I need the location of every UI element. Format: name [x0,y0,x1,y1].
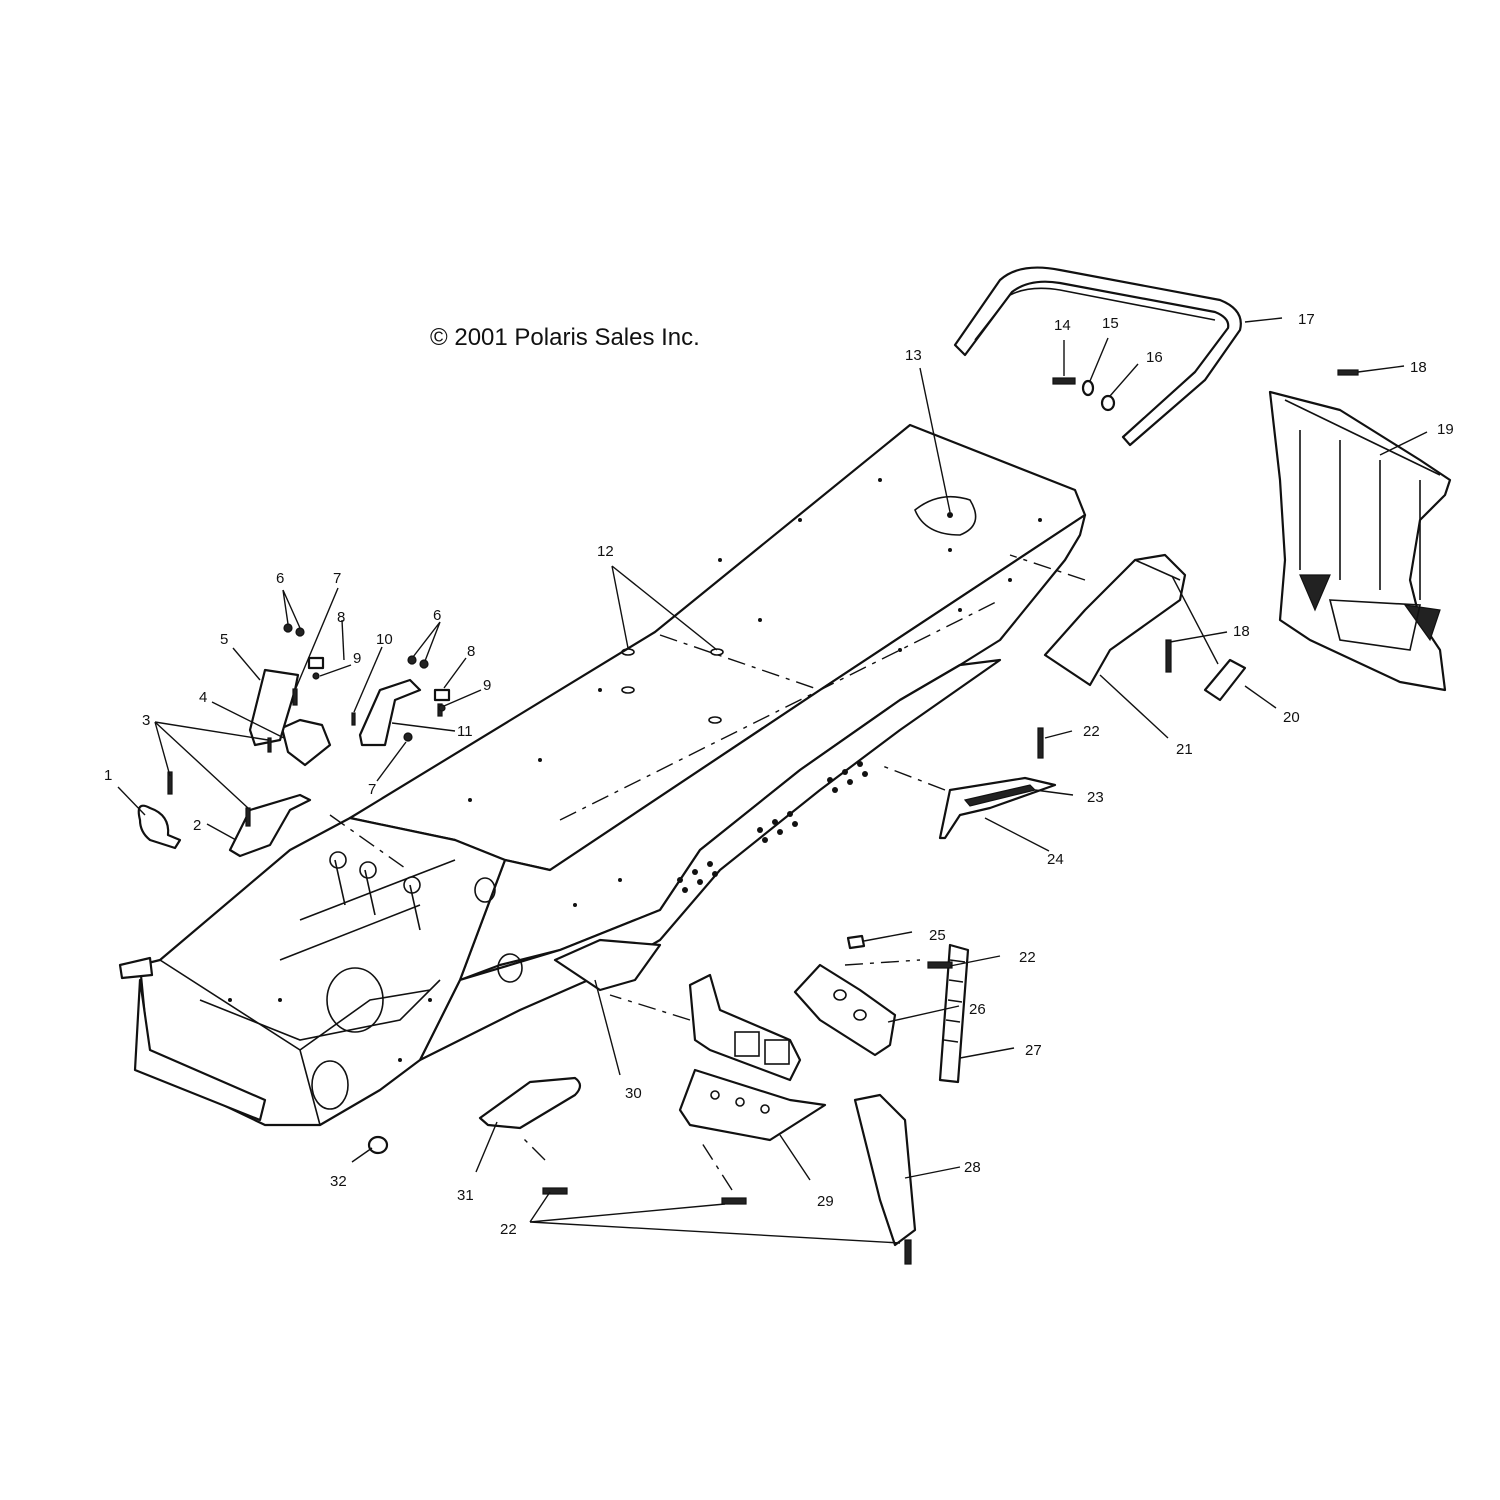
callout-24: 24 [1047,851,1064,868]
callout-6a: 6 [276,570,284,587]
callout-21: 21 [1176,741,1193,758]
callout-10: 10 [376,631,393,648]
callout-5: 5 [220,631,228,648]
callout-15: 15 [1102,315,1119,332]
part-17-grab-bar [953,266,1242,447]
callout-22c: 22 [500,1221,517,1238]
callout-11: 11 [457,723,473,740]
part-19-snow-flap [1268,390,1452,692]
callout-19: 19 [1437,421,1454,438]
callout-26: 26 [969,1001,986,1018]
callout-30: 30 [625,1085,642,1102]
callout-16: 16 [1146,349,1163,366]
copyright-notice: © 2001 Polaris Sales Inc. [430,324,700,351]
callout-6b: 6 [433,607,441,624]
callout-2: 2 [193,817,201,834]
callout-labels: 1 2 3 4 5 6 7 8 9 10 6 8 9 11 7 12 13 14… [104,311,1454,1238]
callout-7a: 7 [333,570,341,587]
callout-1: 1 [104,767,112,784]
callout-7b: 7 [368,781,376,798]
callout-4: 4 [199,689,207,706]
part-28-side-rail [853,1093,917,1247]
callout-32: 32 [330,1173,347,1190]
callout-3: 3 [142,712,150,729]
callout-12: 12 [597,543,614,560]
callout-25: 25 [929,927,946,944]
callout-27: 27 [1025,1042,1042,1059]
callout-22b: 22 [1019,949,1036,966]
callout-22a: 22 [1083,723,1100,740]
callout-31: 31 [457,1187,474,1204]
part-21-bumper-cap [1043,553,1187,687]
callout-8a: 8 [337,609,345,626]
callout-23: 23 [1087,789,1104,806]
callout-20: 20 [1283,709,1300,726]
part-29-running-board [678,973,827,1142]
callout-8b: 8 [467,643,475,660]
part-26-footrest-bracket [793,963,897,1057]
part-27-footrest-stud [938,943,970,1084]
chassis-tunnel [118,423,1087,1127]
part-30-cross-plate [553,938,662,992]
leader-lines [117,317,1428,1244]
callout-18b: 18 [1233,623,1250,640]
callout-13: 13 [905,347,922,364]
callout-9b: 9 [483,677,491,694]
part-31-lower-cover [478,1076,582,1130]
callout-17: 17 [1298,311,1315,328]
part-20-reflector [1203,658,1247,702]
callout-9a: 9 [353,650,361,667]
callout-29: 29 [817,1193,834,1210]
callout-28: 28 [964,1159,981,1176]
callout-14: 14 [1054,317,1071,334]
callout-18a: 18 [1410,359,1427,376]
part-24-running-board-bracket [938,776,1057,840]
